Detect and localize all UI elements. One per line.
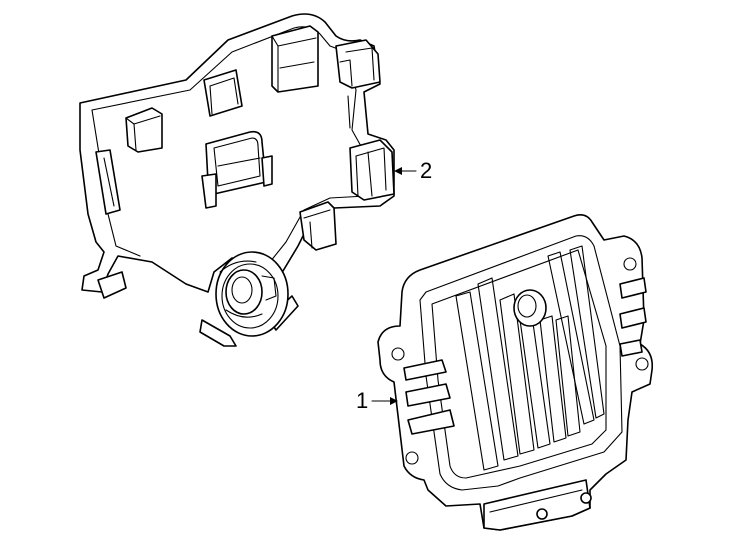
heat-sink-fins — [455, 245, 605, 471]
callout-1-arrowhead — [390, 397, 398, 405]
callout-2: 2 — [394, 158, 432, 183]
callout-2-arrowhead — [394, 167, 402, 175]
callout-2-label: 2 — [420, 158, 432, 183]
grommet — [199, 251, 299, 347]
callout-1-label: 1 — [356, 388, 368, 413]
mounting-bracket — [79, 13, 395, 347]
control-module — [377, 214, 654, 531]
callout-1: 1 — [356, 388, 398, 413]
